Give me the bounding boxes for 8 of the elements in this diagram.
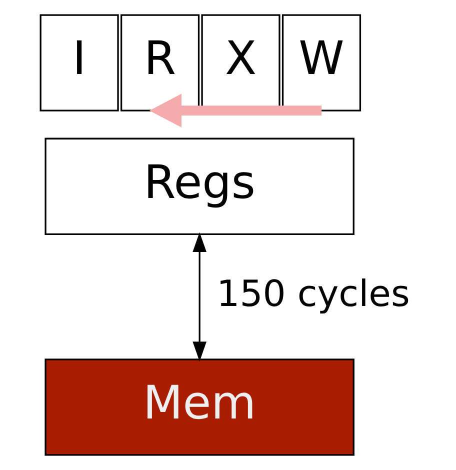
node-box: R [120, 14, 200, 112]
arrow [192, 232, 206, 362]
arrow [149, 94, 322, 128]
node-box: Mem [44, 358, 354, 456]
node-box: Regs [44, 138, 354, 235]
node-box: I [40, 14, 119, 112]
edge-label: 150 cycles [216, 272, 410, 316]
node-box: W [282, 14, 362, 112]
